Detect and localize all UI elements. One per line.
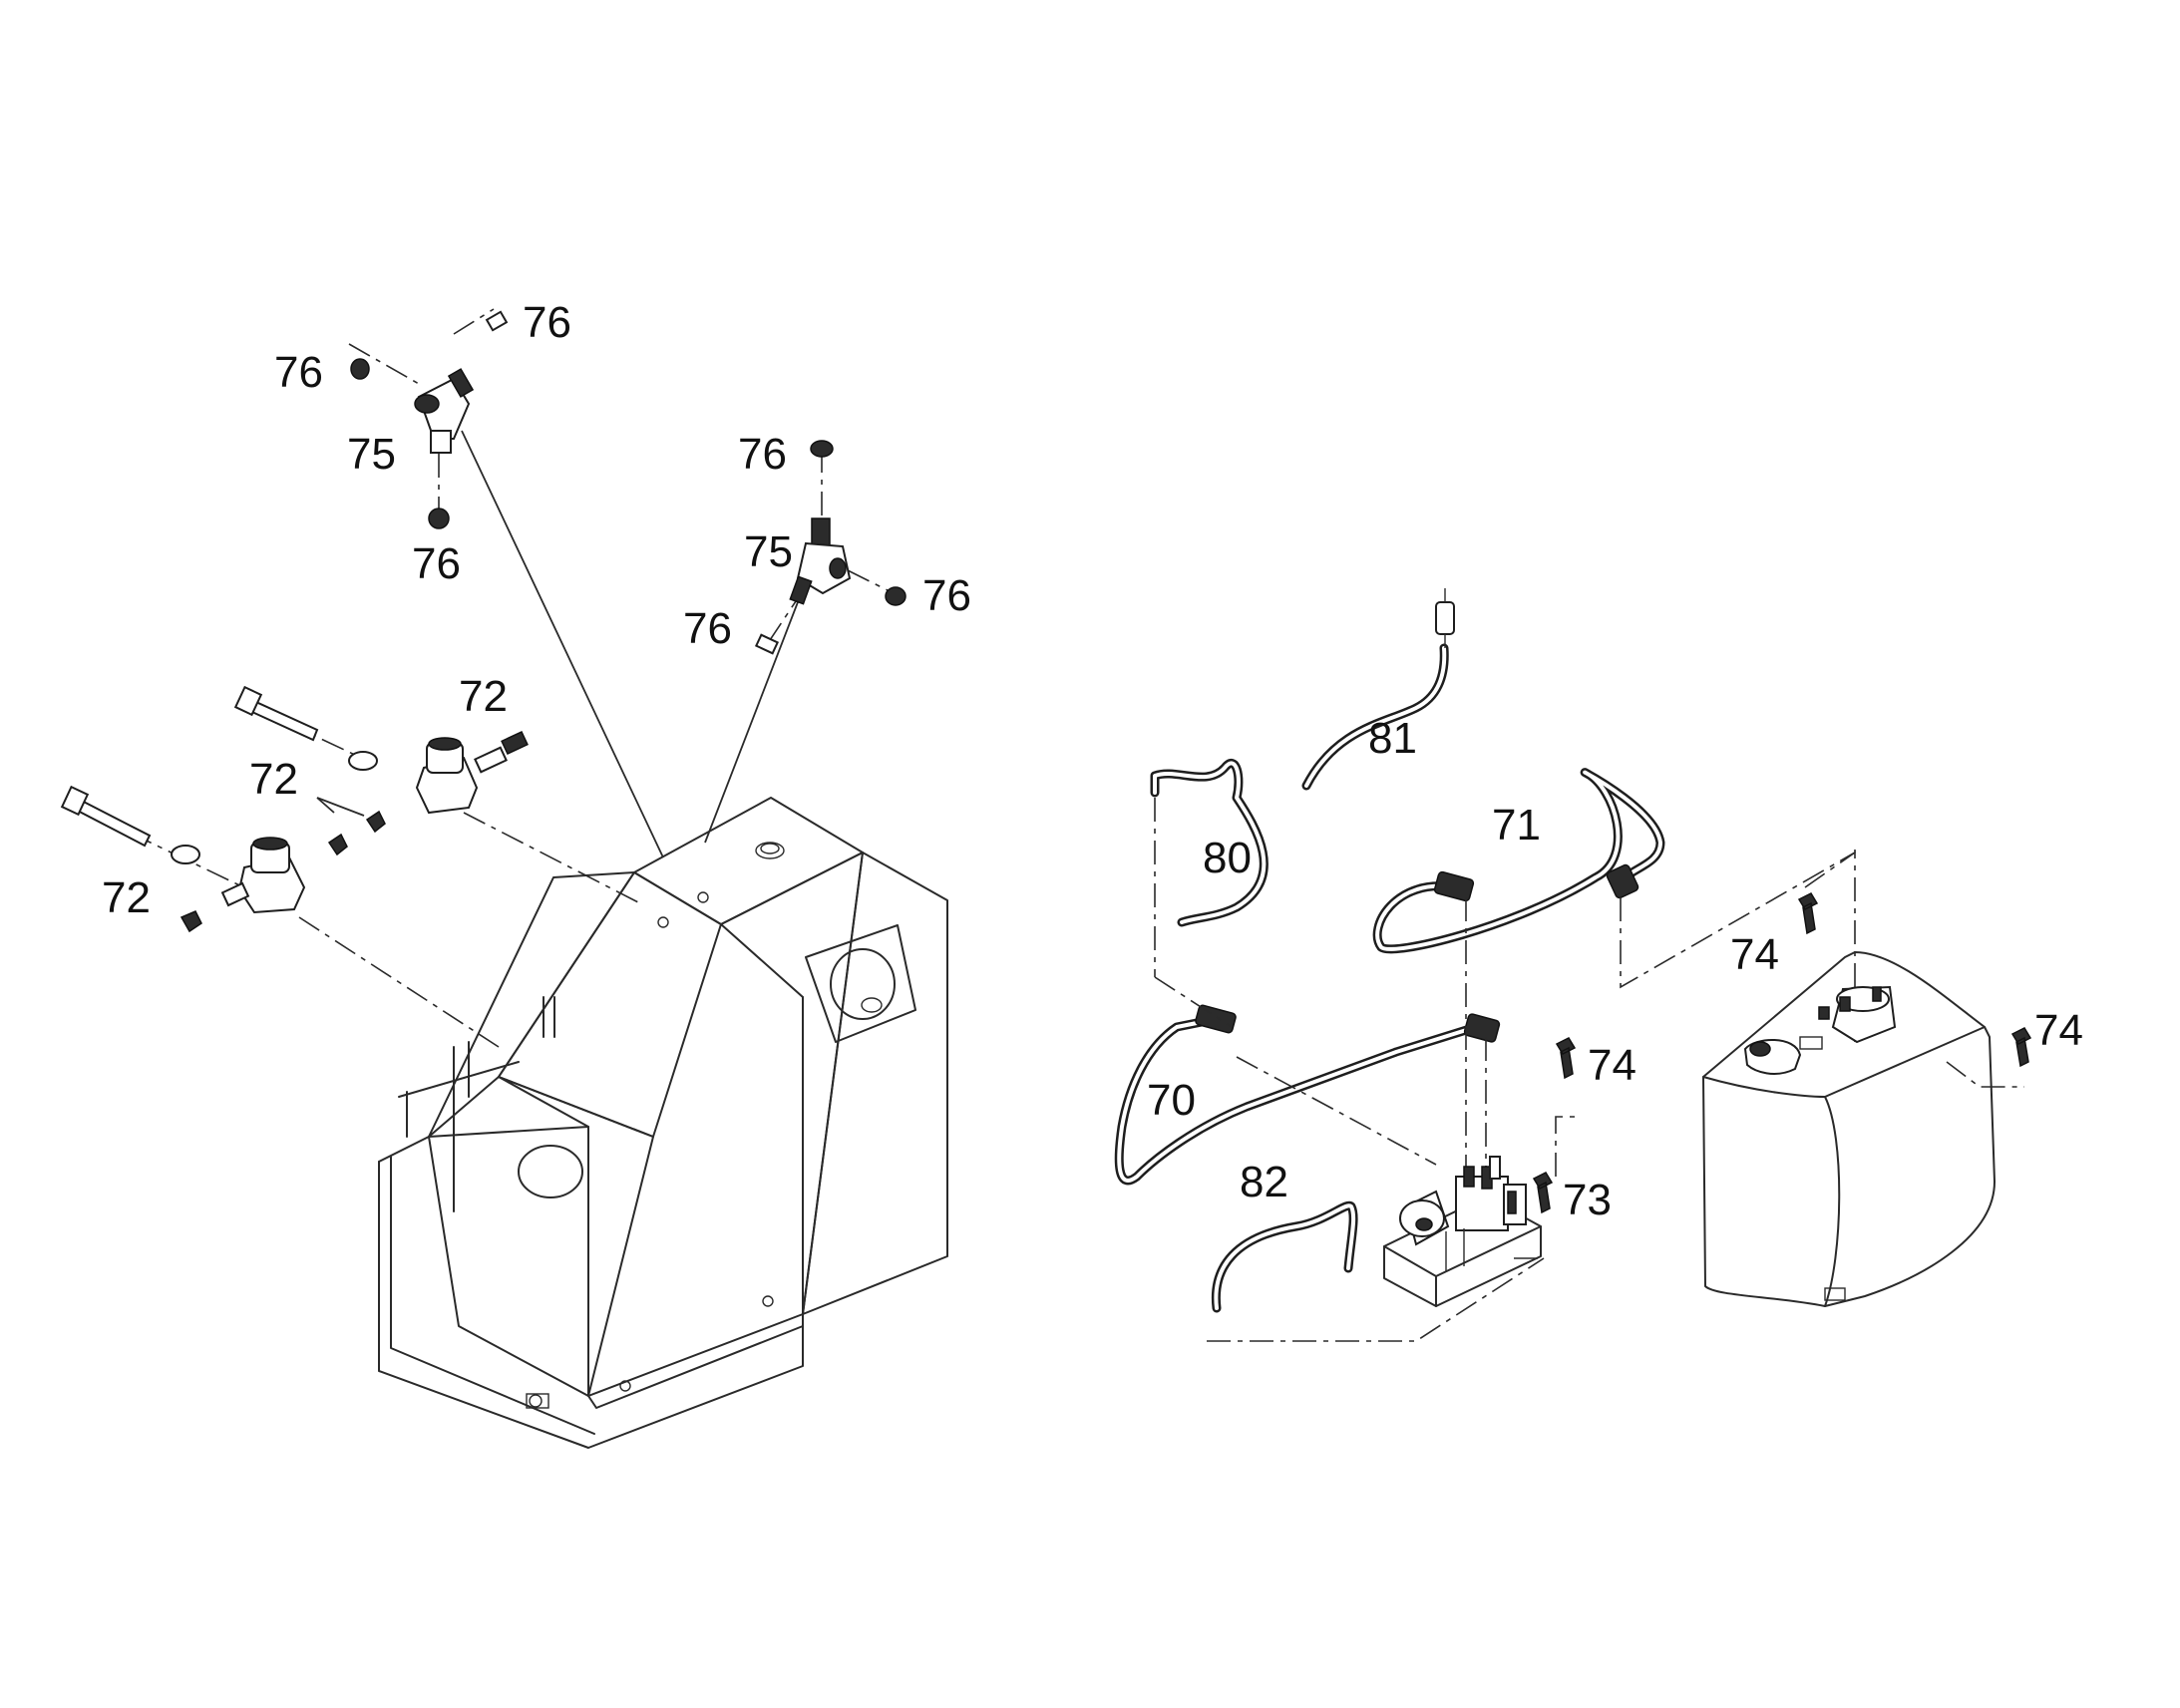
fitting-plug: [485, 310, 509, 332]
callout-76: 76: [412, 539, 461, 588]
centerline: [1154, 976, 1233, 1028]
callout-73: 73: [1563, 1176, 1612, 1224]
elbow-fitting: [365, 810, 386, 834]
callout-76: 76: [523, 298, 571, 347]
hose-81: [1301, 588, 1455, 791]
hose-71: [1372, 768, 1665, 954]
callout-75: 75: [347, 430, 396, 479]
fitting-cap: [428, 508, 450, 529]
callout-71: 71: [1492, 801, 1541, 850]
main-housing: [378, 797, 948, 1449]
callout-82: 82: [1240, 1158, 1288, 1206]
centerline: [453, 308, 495, 335]
hose-80: [1150, 758, 1269, 927]
tank-label-plate: [1799, 1036, 1823, 1050]
fitting-cap: [810, 440, 834, 458]
callout-74: 74: [1730, 930, 1779, 979]
callout-72: 72: [102, 873, 151, 922]
hose-70: [1114, 1004, 1501, 1186]
centerline: [463, 812, 639, 903]
valve-tee-upper: [350, 310, 509, 529]
leader-line: [461, 430, 664, 858]
fitting-plug: [754, 633, 780, 655]
centerline: [298, 916, 500, 1048]
washer: [171, 845, 200, 864]
callout-76: 76: [738, 430, 787, 479]
fitting-74: [1555, 1037, 1577, 1080]
hose-connector: [1463, 1013, 1501, 1043]
elbow-fitting: [327, 833, 348, 856]
callout-70: 70: [1147, 1076, 1196, 1125]
fitting-74-tank-side: [2010, 1027, 2032, 1068]
centerline: [348, 343, 420, 385]
hose-82: [1211, 1200, 1358, 1313]
fitting-73: [1532, 1172, 1554, 1214]
elbow-fitting: [180, 910, 202, 933]
centerline: [767, 597, 799, 644]
pump-unit: [1383, 1156, 1542, 1307]
hose-connector: [1606, 863, 1639, 899]
centerline: [847, 569, 889, 591]
fitting-cap: [885, 586, 907, 606]
fitting-74-tank-top: [1797, 892, 1819, 935]
leader-line: [704, 562, 814, 844]
callout-76: 76: [683, 604, 732, 653]
hose-connector: [1195, 1004, 1237, 1034]
callout-74: 74: [2034, 1006, 2083, 1055]
centerline: [1804, 851, 1856, 1045]
valve-tee-middle: [754, 440, 907, 655]
callout-76: 76: [922, 571, 971, 620]
fitting-cap: [350, 358, 370, 380]
centerline: [1207, 1257, 1545, 1342]
washer: [348, 751, 378, 771]
hose-connector: [1433, 870, 1475, 902]
valve-stem: [811, 517, 831, 547]
centerline: [129, 832, 255, 893]
callout-81: 81: [1368, 714, 1417, 763]
centerline: [1555, 1116, 1581, 1177]
centerline: [1236, 1056, 1437, 1166]
callout-80: 80: [1203, 834, 1252, 882]
centerline: [1946, 1061, 2024, 1088]
centerline: [1620, 850, 1856, 989]
callout-76: 76: [274, 348, 323, 397]
callout-72: 72: [459, 672, 508, 721]
callout-74: 74: [1588, 1041, 1636, 1090]
fluid-tank: [1702, 951, 1996, 1307]
solenoid-valve-group: [60, 685, 529, 933]
inline-filter: [1435, 601, 1455, 635]
callout-75: 75: [744, 527, 793, 576]
callout-72: 72: [249, 755, 298, 804]
